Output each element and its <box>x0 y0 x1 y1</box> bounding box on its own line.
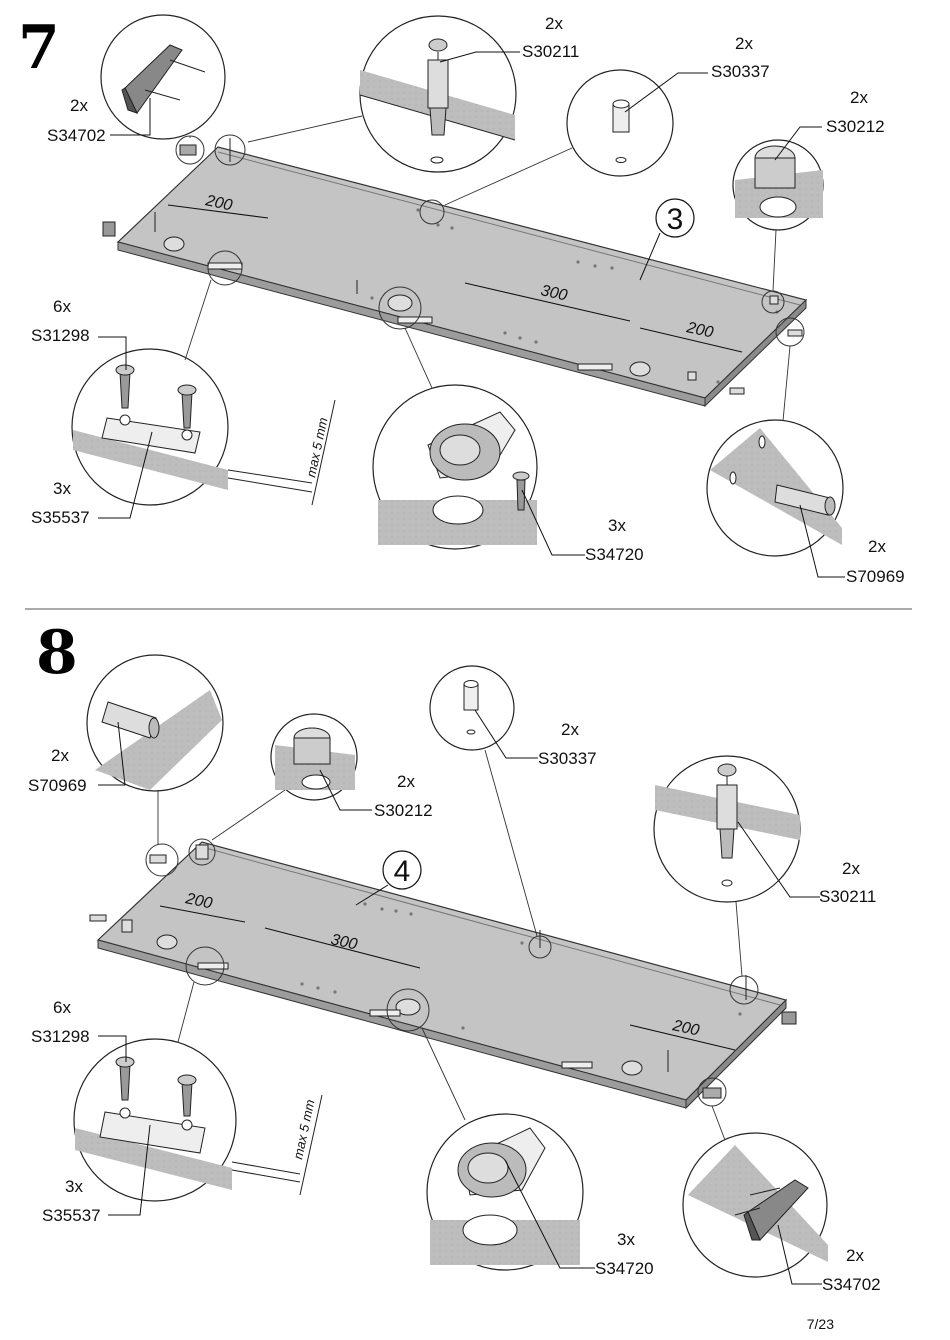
step-7-dim-1: 200 <box>203 192 234 214</box>
callout-code: S34702 <box>47 126 106 145</box>
callout-qty: 6x <box>53 297 71 316</box>
panel-label-3: 3 <box>667 203 684 236</box>
callout-qty: 2x <box>735 34 753 53</box>
callout-code: S30211 <box>522 42 580 61</box>
callout-qty: 2x <box>850 88 868 107</box>
callout-qty: 3x <box>617 1230 635 1249</box>
step-8-dim-2: 300 <box>329 931 359 953</box>
step-7-dim-3: 200 <box>684 319 715 341</box>
callout-qty: 2x <box>842 859 860 878</box>
step-8-max-label: max 5 mm <box>290 1098 317 1161</box>
callout-qty: 2x <box>846 1246 864 1265</box>
callout-qty: 2x <box>70 96 88 115</box>
callout-code: S70969 <box>28 776 87 795</box>
callout-code: S35537 <box>42 1206 101 1225</box>
callout-code: S30212 <box>374 801 433 820</box>
step-7-dim-2: 300 <box>539 282 569 304</box>
step-8-dim-3: 200 <box>670 1017 701 1039</box>
callout-code: S34720 <box>585 545 644 564</box>
callout-qty: 2x <box>397 772 415 791</box>
callout-qty: 6x <box>53 998 71 1017</box>
step-8-dim-1: 200 <box>183 890 214 912</box>
callout-qty: 2x <box>561 720 579 739</box>
callout-code: S35537 <box>31 508 90 527</box>
callout-code: S34720 <box>595 1259 654 1278</box>
callout-qty: 3x <box>65 1177 83 1196</box>
panel-label-4: 4 <box>394 855 411 888</box>
callout-code: S30212 <box>826 117 885 136</box>
callout-code: S30211 <box>819 887 877 906</box>
callout-code: S31298 <box>31 1027 90 1046</box>
callout-code: S30337 <box>538 749 597 768</box>
callout-qty: 3x <box>53 479 71 498</box>
callout-code: S31298 <box>31 326 90 345</box>
callout-qty: 2x <box>868 537 886 556</box>
callout-code: S70969 <box>846 567 905 586</box>
step-7-drawing: 200 300 200 3 <box>71 14 845 578</box>
callout-qty: 2x <box>51 746 69 765</box>
page-number: 7/23 <box>806 1316 834 1332</box>
callout-code: S30337 <box>711 62 770 81</box>
step-7-max-label: max 5 mm <box>303 416 330 479</box>
step-number-8: 8 <box>36 618 78 688</box>
callout-qty: 3x <box>608 516 626 535</box>
callout-code: S34702 <box>822 1275 881 1294</box>
callout-qty: 2x <box>545 14 563 33</box>
step-number-7: 7 <box>18 13 60 83</box>
step-8-drawing: 200 300 200 4 <box>73 654 828 1285</box>
board-3: 200 300 200 3 <box>102 138 808 408</box>
